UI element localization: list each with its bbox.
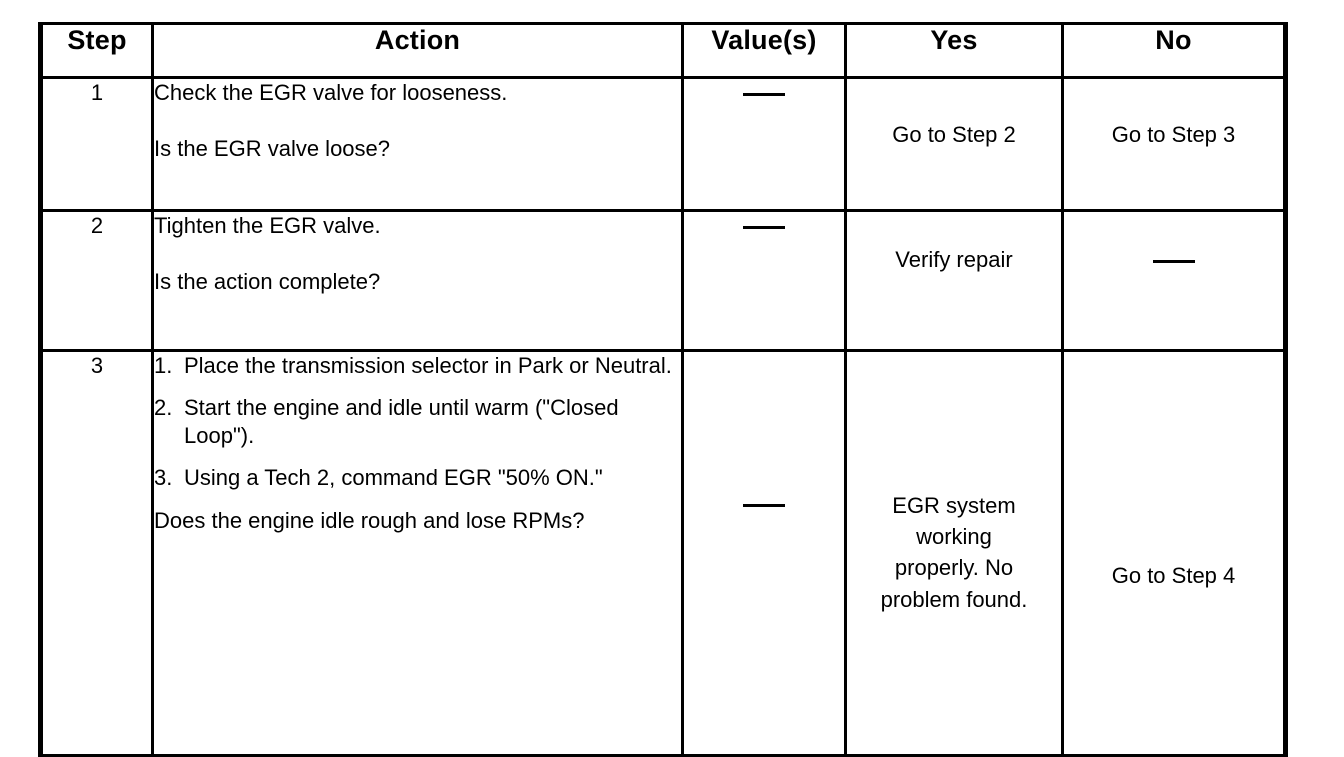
- dash-icon: [743, 92, 785, 96]
- list-item-text: Start the engine and idle until warm ("C…: [184, 395, 619, 449]
- diagnostic-table: Step Action Value(s) Yes No 1 Check the …: [38, 22, 1288, 757]
- dash-icon: [743, 225, 785, 229]
- step-number: 2: [38, 209, 154, 352]
- action-question: Is the EGR valve loose?: [154, 136, 391, 162]
- no-value: [1064, 246, 1283, 274]
- list-item-number: 1.: [154, 353, 173, 378]
- list-item-number: 2.: [154, 395, 173, 421]
- header-row: Step Action Value(s) Yes No: [38, 22, 1288, 79]
- action-line: Tighten the EGR valve.: [154, 213, 381, 238]
- action-line: Check the EGR valve for looseness.: [154, 80, 508, 105]
- dash-wrap: [684, 490, 844, 518]
- list-item-text: Using a Tech 2, command EGR "50% ON.": [184, 465, 603, 491]
- list-item-text: Place the transmission selector in Park …: [184, 353, 672, 378]
- column-header-yes: Yes: [844, 22, 1064, 79]
- list-item-number: 3.: [154, 465, 173, 491]
- yes-line: EGR system: [892, 493, 1016, 518]
- yes-line: problem found.: [880, 586, 1028, 612]
- no-cell: Go to Step 3: [1061, 76, 1288, 212]
- yes-cell: Verify repair: [844, 209, 1064, 352]
- yes-line: working: [916, 524, 992, 550]
- no-cell: [1061, 209, 1288, 352]
- dash-icon: [743, 503, 785, 507]
- yes-cell: EGR system working properly. No problem …: [844, 349, 1064, 757]
- dash-icon: [1152, 259, 1195, 263]
- step-number: 1: [38, 76, 154, 212]
- column-header-action: Action: [151, 22, 684, 79]
- list-item: 2. Start the engine and idle until warm …: [154, 394, 681, 450]
- table-header: Step Action Value(s) Yes No: [38, 22, 1288, 79]
- diagnostic-table-container: Step Action Value(s) Yes No 1 Check the …: [38, 22, 1288, 757]
- yes-value: Go to Step 2: [892, 122, 1016, 147]
- table-body: 1 Check the EGR valve for looseness. Is …: [38, 76, 1288, 757]
- action-question: Does the engine idle rough and lose RPMs…: [154, 507, 585, 533]
- column-header-values: Value(s): [681, 22, 847, 79]
- action-cell: Check the EGR valve for looseness. Is th…: [151, 76, 684, 212]
- action-cell: 1. Place the transmission selector in Pa…: [151, 349, 684, 757]
- action-question: Is the action complete?: [154, 269, 381, 295]
- list-item: 3. Using a Tech 2, command EGR "50% ON.": [154, 464, 681, 492]
- no-cell: Go to Step 4: [1061, 349, 1288, 757]
- yes-line: properly. No: [894, 555, 1014, 581]
- value-cell: [681, 76, 847, 212]
- table-row: 3 1. Place the transmission selector in …: [38, 349, 1288, 757]
- no-value: Go to Step 4: [1111, 563, 1236, 588]
- value-cell: [681, 349, 847, 757]
- column-header-no: No: [1061, 22, 1288, 79]
- yes-cell: Go to Step 2: [844, 76, 1064, 212]
- table-row: 2 Tighten the EGR valve. Is the action c…: [38, 209, 1288, 352]
- step-number: 3: [38, 349, 154, 757]
- table-row: 1 Check the EGR valve for looseness. Is …: [38, 76, 1288, 212]
- yes-value: EGR system working properly. No problem …: [847, 490, 1061, 615]
- list-item: 1. Place the transmission selector in Pa…: [154, 352, 681, 380]
- column-header-step: Step: [38, 22, 154, 79]
- yes-value: Verify repair: [895, 247, 1013, 272]
- no-value: Go to Step 3: [1111, 122, 1236, 147]
- action-cell: Tighten the EGR valve. Is the action com…: [151, 209, 684, 352]
- action-step-list: 1. Place the transmission selector in Pa…: [154, 352, 681, 493]
- value-cell: [681, 209, 847, 352]
